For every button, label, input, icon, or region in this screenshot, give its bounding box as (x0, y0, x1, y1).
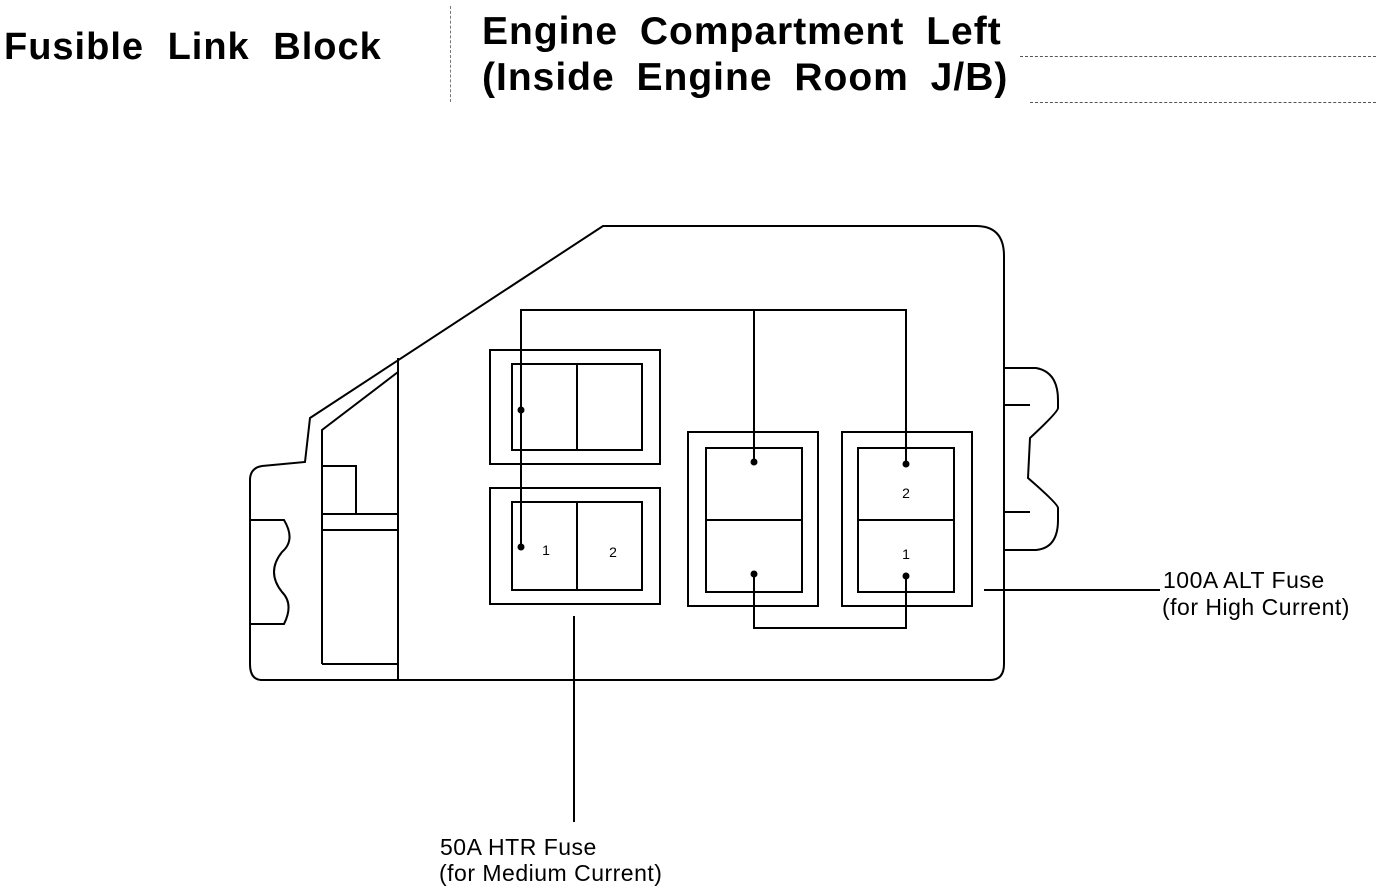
htr-fuse-label: 50A HTR Fuse (440, 834, 597, 860)
location-title-line2: (Inside Engine Room J/B) (482, 56, 1009, 99)
internal-wiring-top (520, 309, 907, 548)
alt-pin-1: 1 (902, 546, 910, 562)
htr-fuse-sublabel: (for Medium Current) (439, 860, 663, 886)
title-underline-2 (1030, 102, 1376, 103)
spare-fuse-slot (489, 349, 661, 465)
internal-wiring-bottom (753, 574, 907, 629)
right-clip (1004, 367, 1059, 551)
location-title-box (450, 6, 1377, 102)
htr-fuse-outer (489, 487, 661, 605)
section-title: Fusible Link Block (4, 26, 382, 68)
htr-pin-1: 1 (542, 542, 550, 558)
alt-fuse-sublabel: (for High Current) (1162, 594, 1350, 620)
alt-fuse-label: 100A ALT Fuse (1163, 567, 1325, 593)
title-underline-1 (1020, 56, 1376, 57)
alt-pin-2: 2 (902, 485, 910, 501)
htr-pin-2: 2 (609, 544, 617, 560)
block-housing (249, 225, 1005, 681)
location-title-line1: Engine Compartment Left (482, 10, 1002, 53)
left-notch (250, 519, 291, 625)
